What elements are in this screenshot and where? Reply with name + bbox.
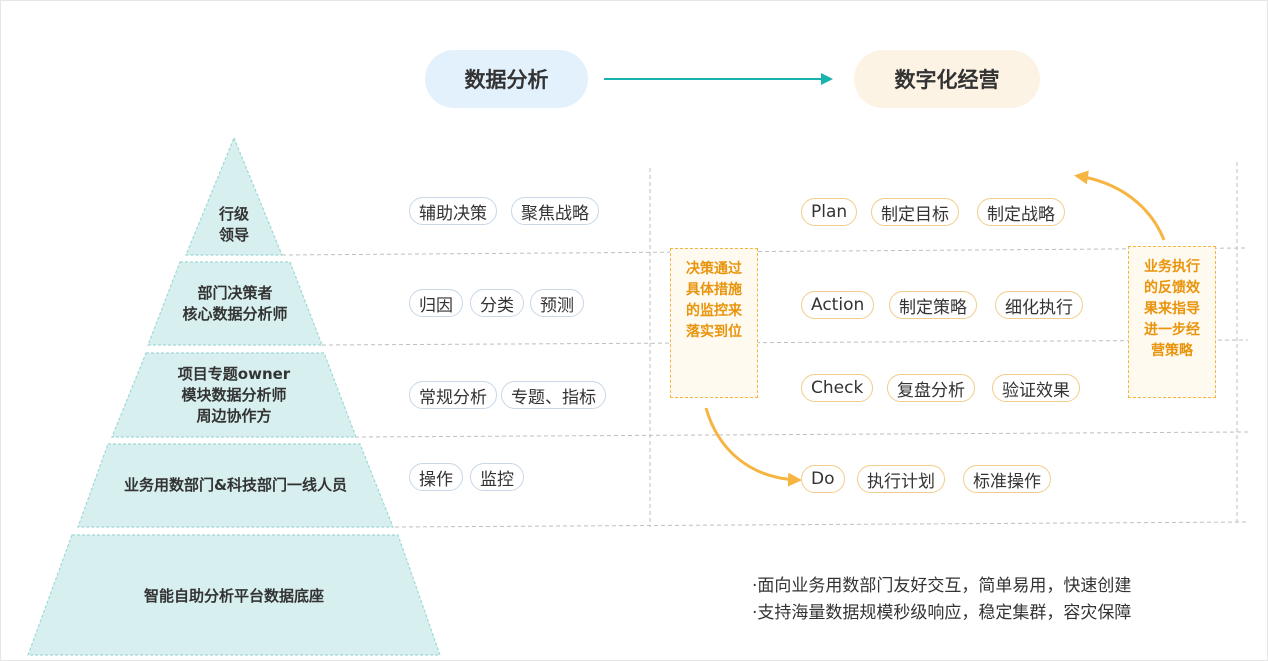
note-execution-feedback: 业务执行 的反馈效 果来指导 进一步经 营策略 bbox=[1128, 246, 1216, 398]
tag-assist-decision: 辅助决策 bbox=[409, 197, 497, 225]
pyramid-label-4: 业务用数部门&科技部门一线人员 bbox=[123, 476, 348, 494]
note-decision-implementation: 决策通过 具体措施 的监控来 落实到位 bbox=[670, 248, 758, 398]
tag-monitoring: 监控 bbox=[470, 463, 524, 491]
pyramid-label-3: 项目专题owner 模块数据分析师 周边协作方 bbox=[177, 365, 291, 425]
pyramid bbox=[27, 136, 441, 656]
tag-plan: Plan bbox=[801, 198, 858, 226]
tag-execute-plan: 执行计划 bbox=[857, 465, 945, 493]
row-separators bbox=[281, 247, 1249, 528]
tag-routine-analysis: 常规分析 bbox=[409, 381, 497, 409]
column-separators bbox=[649, 162, 1238, 527]
pyramid-label-5: 智能自助分析平台数据底座 bbox=[143, 587, 324, 605]
tag-attribution: 归因 bbox=[409, 289, 463, 317]
tag-operation: 操作 bbox=[409, 463, 463, 491]
tag-focus-strategy: 聚焦战略 bbox=[511, 197, 599, 225]
tag-check: Check bbox=[801, 374, 874, 402]
pyramid-tier-4 bbox=[77, 443, 394, 528]
tag-topic-metric: 专题、指标 bbox=[501, 381, 606, 409]
header-data-analysis: 数据分析 bbox=[425, 50, 588, 108]
platform-bullet-2: ·支持海量数据规模秒级响应，稳定集群，容灾保障 bbox=[752, 603, 1132, 623]
tag-set-goal: 制定目标 bbox=[871, 198, 959, 226]
pyramid-label-1: 行级 领导 bbox=[218, 205, 249, 244]
tag-standard-operation: 标准操作 bbox=[963, 465, 1051, 493]
tag-make-policy: 制定策略 bbox=[889, 291, 977, 319]
feedback-to-plan-arrow bbox=[1074, 170, 1166, 241]
tag-verify-effect: 验证效果 bbox=[992, 374, 1080, 402]
platform-bullet-1: ·面向业务用数部门友好交互，简单易用，快速创建 bbox=[752, 576, 1132, 596]
pyramid-tier-1 bbox=[185, 136, 283, 256]
header-digital-operation: 数字化经营 bbox=[854, 50, 1040, 108]
tag-prediction: 预测 bbox=[530, 289, 584, 317]
tag-refine-execution: 细化执行 bbox=[995, 291, 1083, 319]
tag-do: Do bbox=[801, 465, 845, 493]
pyramid-tier-5 bbox=[27, 534, 441, 656]
pyramid-tier-2 bbox=[147, 261, 323, 346]
tag-review-analysis: 复盘分析 bbox=[887, 374, 975, 402]
pyramid-tier-3 bbox=[111, 352, 357, 438]
pyramid-label-2: 部门决策者 核心数据分析师 bbox=[182, 284, 288, 323]
tag-set-strategy: 制定战略 bbox=[977, 198, 1065, 226]
decision-to-do-arrow bbox=[704, 407, 802, 487]
tag-classification: 分类 bbox=[470, 289, 524, 317]
tag-action: Action bbox=[801, 291, 875, 319]
